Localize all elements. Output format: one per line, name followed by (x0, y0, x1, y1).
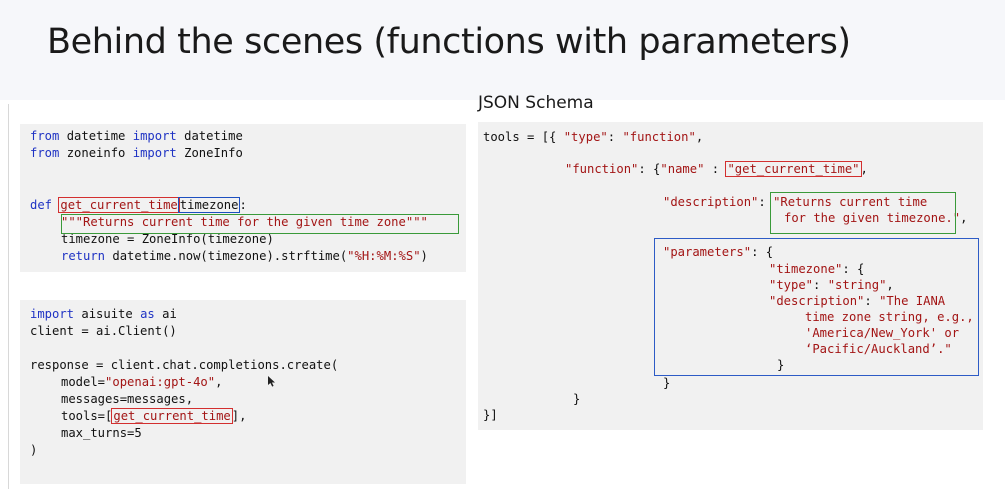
tools-function-highlight: get_current_time (111, 408, 233, 424)
schema-line-param-description-3: 'America/New_York' or (805, 326, 960, 340)
schema-line-timezone: "timezone": { (769, 262, 865, 276)
schema-line-param-description-4: ‘Pacific/Auckland’." (805, 342, 952, 356)
code-line-model: model="openai:gpt-4o", (61, 375, 223, 389)
schema-line-param-description: "description": "The IANA (769, 294, 946, 308)
schema-name-highlight: "get_current_time" (725, 161, 862, 177)
json-schema-code: tools = [{ "type": "function", "function… (478, 122, 983, 430)
code-line-docstring: """Returns current time for the given ti… (61, 215, 428, 229)
docstring-highlight (61, 214, 459, 234)
code-line-tools: tools=[get_current_time], (61, 408, 247, 424)
parameter-highlight: timezone (177, 197, 241, 213)
schema-description-highlight (770, 192, 956, 234)
schema-parameters-highlight (654, 238, 979, 376)
json-schema-label: JSON Schema (478, 93, 594, 113)
code-line-import-aisuite: import aisuite as ai (30, 307, 177, 321)
code-line-client: client = ai.Client() (30, 324, 177, 338)
slide-title: Behind the scenes (functions with parame… (47, 22, 851, 62)
mouse-pointer-icon (268, 376, 276, 387)
left-divider (8, 104, 9, 489)
schema-line-tools: tools = [{ "type": "function", (483, 130, 704, 144)
function-definition-code: from datetime import datetime from zonei… (20, 124, 466, 272)
schema-line-type: "type": "string", (769, 278, 894, 292)
schema-line-close-tools: }] (483, 408, 498, 422)
code-line-max-turns: max_turns=5 (61, 426, 142, 440)
schema-line-close-timezone: } (777, 358, 785, 372)
code-line-import-zoneinfo: from zoneinfo import ZoneInfo (30, 146, 243, 160)
schema-line-close-parameters: } (663, 376, 671, 390)
function-name-highlight: get_current_time (58, 197, 180, 213)
schema-line-description: "description": "Returns current time (663, 195, 928, 209)
schema-line-close-function: } (573, 392, 581, 406)
title-band (0, 0, 1005, 100)
code-line-zoneinfo: timezone = ZoneInfo(timezone) (61, 232, 274, 246)
code-line-messages: messages=messages, (61, 392, 194, 406)
code-line-close: ) (30, 443, 38, 457)
code-line-import-datetime: from datetime import datetime (30, 129, 243, 143)
schema-line-param-description-2: time zone string, e.g., (805, 310, 974, 324)
client-call-code: import aisuite as ai client = ai.Client(… (20, 300, 466, 484)
code-line-return: return datetime.now(timezone).strftime("… (61, 249, 428, 263)
schema-line-parameters: "parameters": { (663, 245, 774, 259)
schema-line-function: "function": {"name" : "get_current_time"… (565, 161, 868, 177)
code-line-response: response = client.chat.completions.creat… (30, 358, 339, 372)
schema-line-description-cont: for the given timezone.", (784, 211, 968, 225)
